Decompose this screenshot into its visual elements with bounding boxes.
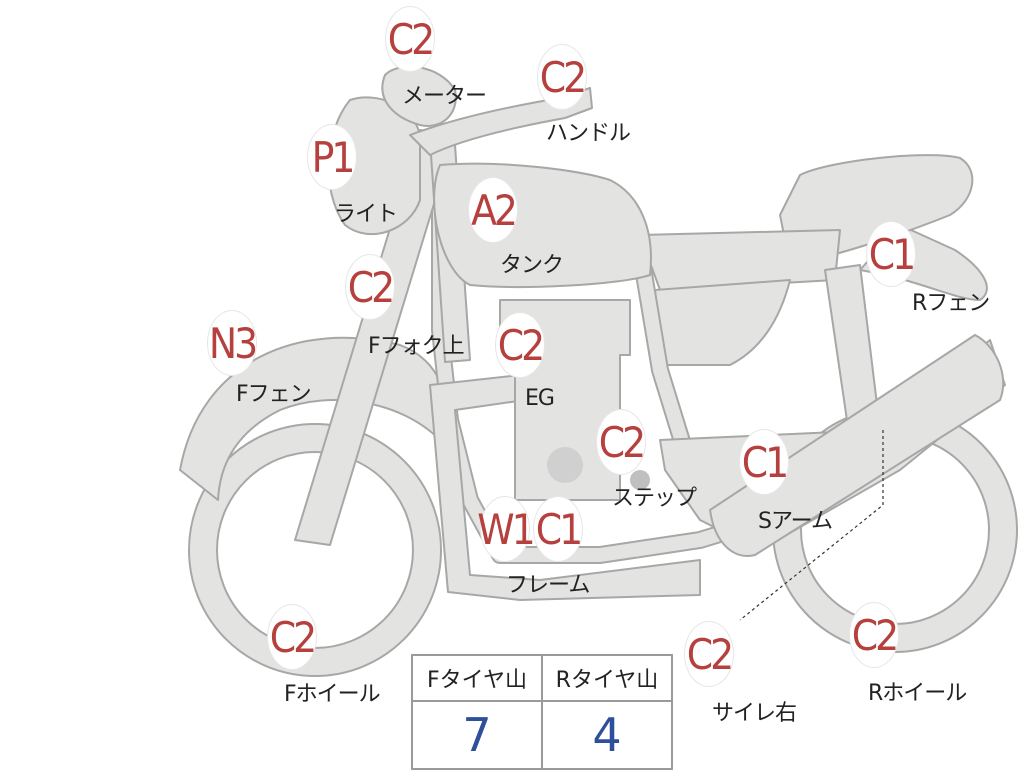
battery-box (654, 279, 791, 366)
light-label: ライト (334, 202, 398, 227)
f-fender-grade-badge: N3 (208, 311, 258, 375)
rear-tire-tread-value: 4 (541, 700, 673, 770)
frame-label: フレーム (506, 573, 590, 598)
muffler-right-label: サイレ右 (712, 701, 797, 726)
tank-label: タンク (500, 253, 564, 278)
swing-arm-label: Sアーム (758, 509, 833, 534)
meter-label: メーター (402, 84, 487, 109)
rear-tire-tread-header: Rタイヤ山 (541, 654, 673, 702)
f-wheel-label: Fホイール (284, 682, 381, 707)
r-fender-label: Rフェン (912, 291, 990, 316)
engine-label: EG (525, 386, 555, 411)
step-grade-badge: C2 (597, 410, 646, 474)
tire-tread-table: Fタイヤ山 Rタイヤ山 7 4 (411, 654, 673, 770)
r-fender-grade-badge: C1 (867, 222, 916, 286)
tank-grade-badge: A2 (469, 178, 518, 242)
handlebar-shape (409, 87, 593, 156)
front-tire-tread-value: 7 (411, 700, 543, 770)
front-tire-tread-header: Fタイヤ山 (411, 654, 543, 702)
muffler-right-grade-badge: C2 (685, 622, 734, 686)
r-wheel-label: Rホイール (868, 681, 967, 706)
meter-grade-badge: C2 (386, 7, 435, 71)
light-grade-badge: P1 (308, 125, 356, 189)
frame-grade-badge: C1 (534, 497, 583, 561)
f-fender-label: Fフェン (236, 382, 312, 407)
frame-weld-grade-badge: W1 (477, 497, 536, 561)
handle-label: ハンドル (546, 121, 631, 146)
side-cover-shape (639, 229, 841, 291)
muffler-shape (709, 334, 1005, 557)
swing-arm-grade-badge: C1 (740, 430, 789, 494)
fork-upper-grade-badge: C2 (346, 255, 395, 319)
step-label: ステップ (612, 486, 697, 511)
f-wheel-grade-badge: C2 (268, 605, 317, 669)
engine-grade-badge: C2 (496, 313, 545, 377)
handle-grade-badge: C2 (538, 45, 587, 109)
r-wheel-grade-badge: C2 (850, 603, 899, 667)
fork-upper-label: Fフォク上 (368, 334, 465, 359)
leader-line (739, 430, 884, 621)
